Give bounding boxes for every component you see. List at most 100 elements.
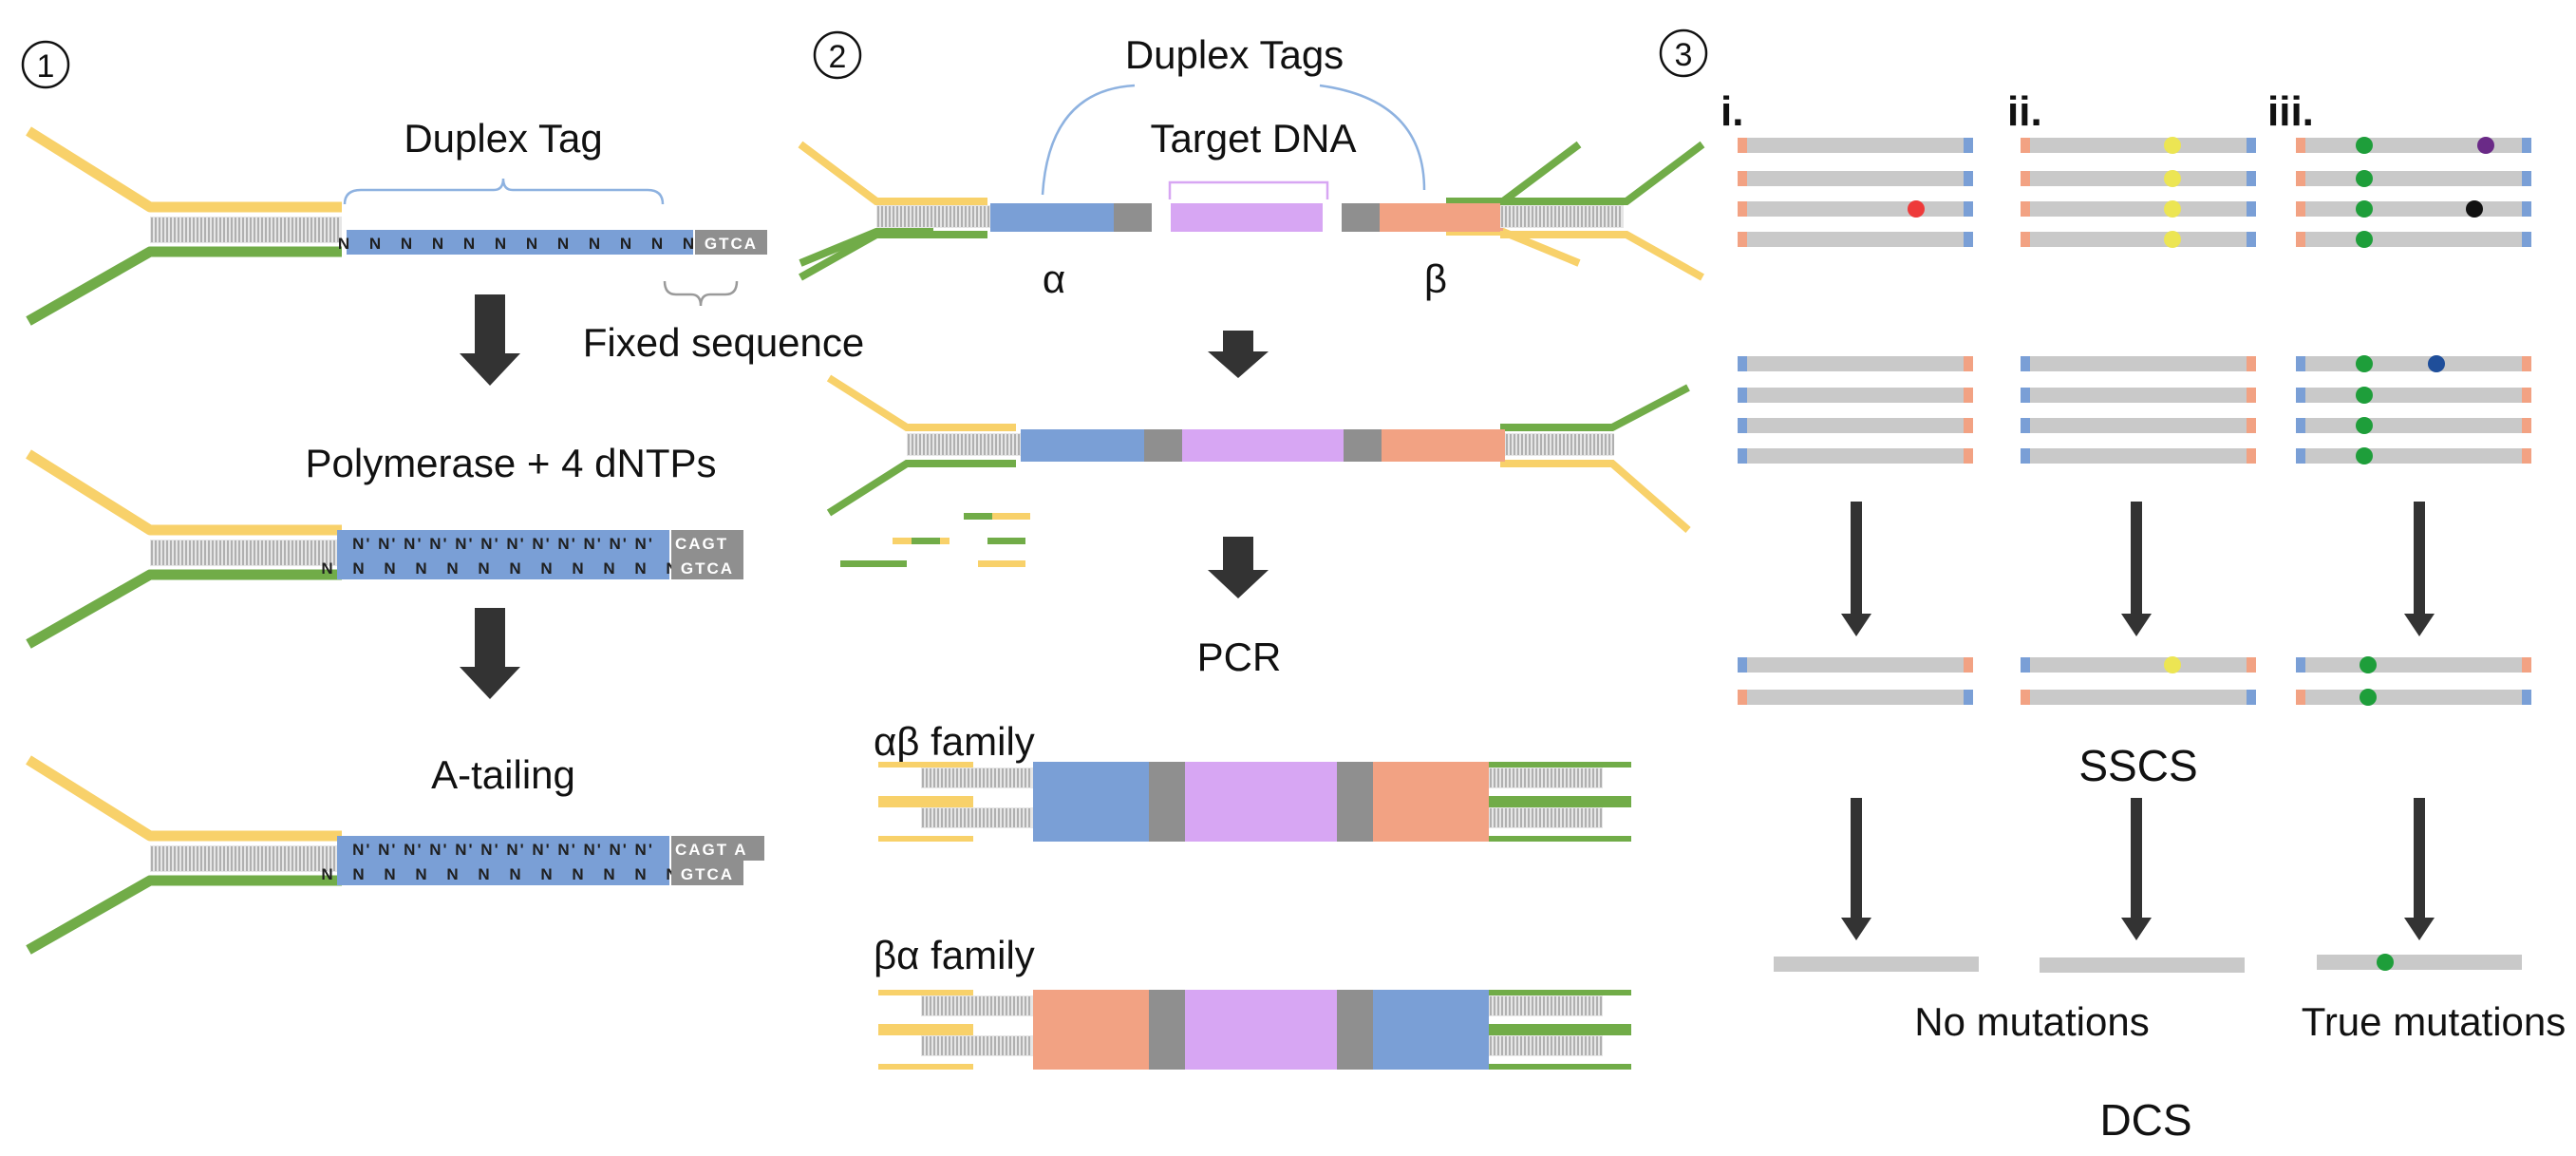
read-bar (2296, 690, 2531, 705)
read-end-left (2296, 171, 2305, 186)
read-end-left (1738, 448, 1747, 464)
orange-segment (1033, 1030, 1149, 1070)
polymerase-label: Polymerase + 4 dNTPs (305, 441, 716, 485)
read-bar (1738, 171, 1973, 186)
mutation-dot (2164, 656, 2181, 673)
mutation-dot (2377, 954, 2394, 971)
read-end-right (1964, 171, 1973, 186)
read-bar (1774, 957, 1979, 972)
read-end-right (1964, 356, 1973, 371)
read-end-right (1964, 418, 1973, 433)
read-primer (878, 762, 973, 768)
read-primer (1489, 762, 1631, 768)
read-bar (1738, 690, 1973, 705)
beta-label: β (1424, 256, 1447, 301)
read-end-left (1738, 201, 1747, 217)
read-end-right (2522, 138, 2531, 153)
read-end-left (1738, 171, 1747, 186)
read-end-right (1964, 448, 1973, 464)
duplex-tag-block (337, 836, 669, 885)
ab-family-reads (878, 762, 1631, 842)
read-bar (1738, 448, 1973, 464)
primer-fragments (840, 513, 1030, 567)
arrow-shaft (2414, 798, 2425, 919)
column-iii-label: iii. (2267, 88, 2314, 135)
read-bar (1738, 138, 1973, 153)
ab-family-label: αβ family (874, 719, 1035, 764)
mutation-dot (2356, 200, 2373, 218)
read-end-right (2522, 171, 2531, 186)
pcr-label: PCR (1197, 635, 1282, 679)
right-arm-green (1446, 141, 1582, 205)
mutation-dot (2164, 137, 2181, 154)
orange-segment (1373, 802, 1489, 842)
read-bar (2296, 201, 2531, 217)
arm-green-left (799, 231, 987, 281)
read-bar (1738, 657, 1973, 673)
green-strand (26, 875, 342, 955)
gray-segment (1342, 203, 1380, 232)
blue-segment (1373, 990, 1489, 1030)
purple-segment (1185, 990, 1337, 1030)
green-strand (26, 246, 342, 326)
read-bar (2296, 171, 2531, 186)
read-bar (1738, 201, 1973, 217)
mutation-dot (2428, 355, 2445, 372)
orange-segment (1380, 203, 1503, 232)
arm-yellow-left (826, 374, 1016, 431)
read-end-right (2247, 171, 2256, 186)
sscs-label: SSCS (2078, 741, 2197, 790)
gray-segment (1144, 429, 1182, 462)
mutation-dot (2356, 170, 2373, 187)
mutation-dot (2356, 417, 2373, 434)
panel-3-circle (1659, 28, 1708, 78)
read-end-left (2021, 690, 2030, 705)
gray-segment (1149, 1030, 1185, 1070)
read-end-left (2021, 201, 2030, 217)
read-end-left (2021, 138, 2030, 153)
arrow-shaft (1851, 798, 1862, 919)
tag-sequence-top: N' N' N' N' N' N' N' N' N' N' N' N' (352, 535, 654, 553)
read-bar (2021, 418, 2256, 433)
denatured-construct (826, 374, 1691, 534)
blue-segment (1373, 1030, 1489, 1070)
read-end-right (1964, 232, 1973, 247)
panel-3-number: 3 (1675, 37, 1693, 73)
purple-segment (1171, 203, 1323, 232)
column-i-label: i. (1720, 88, 1743, 135)
purple-segment (1185, 1030, 1337, 1070)
duplex-tags-leader-right (1319, 84, 1426, 191)
primer-fragment (987, 538, 1025, 544)
read-bar (2296, 356, 2531, 371)
read-end-left (2296, 690, 2305, 705)
read-bar (1738, 418, 1973, 433)
duplex-tags-label: Duplex Tags (1125, 32, 1344, 77)
read-primer (1489, 802, 1631, 807)
mutation-dot (2356, 447, 2373, 464)
read-primer (1489, 796, 1631, 802)
mutation-dot (2356, 137, 2373, 154)
mutation-dot (2466, 200, 2483, 218)
fixed-sequence-label: Fixed sequence (583, 320, 865, 365)
gray-segment (1337, 802, 1373, 842)
tag-sequence-bottom: N N N N N N N N N N N N (338, 235, 702, 253)
read-end-left (2296, 201, 2305, 217)
target-dna-label: Target DNA (1150, 116, 1356, 161)
panel-2-number: 2 (829, 39, 847, 75)
read-end-left (1738, 388, 1747, 403)
read-end-left (2296, 657, 2305, 673)
read-primer (1489, 836, 1631, 842)
mutation-dot (2164, 200, 2181, 218)
read-end-right (2247, 690, 2256, 705)
read-bar (2021, 690, 2256, 705)
purple-segment (1182, 429, 1344, 462)
read-end-right (2522, 232, 2531, 247)
read-end-right (2522, 356, 2531, 371)
read-end-right (2247, 201, 2256, 217)
panel-1-circle (21, 40, 70, 89)
gray-segment (1149, 802, 1185, 842)
mutation-dot (2164, 170, 2181, 187)
read-bar (1738, 356, 1973, 371)
read-primer (1489, 1024, 1631, 1030)
panel-1-number: 1 (37, 48, 55, 85)
